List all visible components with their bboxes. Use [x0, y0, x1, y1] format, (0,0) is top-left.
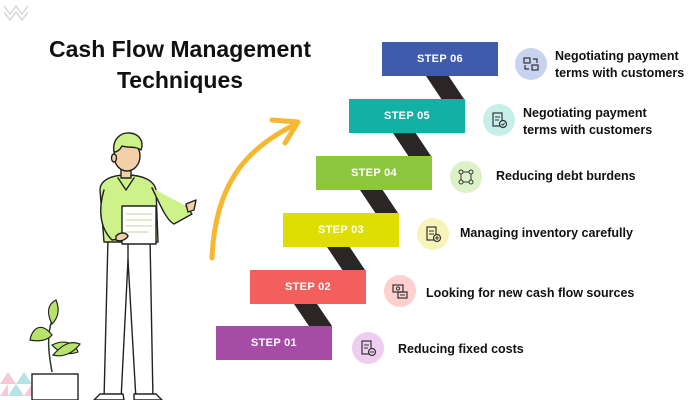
page-title: Cash Flow Management Techniques: [49, 36, 311, 93]
step-04-bar: STEP 04: [316, 156, 432, 190]
fixed-cost-icon: [352, 332, 384, 364]
step-04-label: STEP 04: [351, 167, 397, 179]
step-01-label: STEP 01: [251, 337, 297, 349]
zigzag-decoration: [3, 4, 29, 22]
step-03-text: Managing inventory carefully: [460, 226, 633, 240]
debt-flow-icon: [450, 161, 482, 193]
step-01-text: Reducing fixed costs: [398, 342, 524, 356]
growth-arrow-icon: [209, 117, 301, 261]
step-03-bar: STEP 03: [283, 213, 399, 247]
step-02-bar: STEP 02: [250, 270, 366, 304]
step-06-label: STEP 06: [417, 53, 463, 65]
step-03-label: STEP 03: [318, 224, 364, 236]
step-02-text: Looking for new cash flow sources: [426, 286, 635, 300]
step-01-bar: STEP 01: [216, 326, 332, 360]
step-05-bar: STEP 05: [349, 99, 465, 133]
negotiation-icon: [515, 48, 547, 80]
inventory-icon: [417, 218, 449, 250]
step-06-text: Negotiating payment terms with customers: [555, 49, 685, 80]
cash-source-icon: [384, 275, 416, 307]
document-check-icon: [483, 104, 515, 136]
step-05-label: STEP 05: [384, 110, 430, 122]
step-02-label: STEP 02: [285, 281, 331, 293]
person-illustration: [93, 132, 197, 400]
step-05-text: Negotiating payment terms with customers: [523, 106, 653, 137]
step-06-bar: STEP 06: [382, 42, 498, 76]
triangle-pattern-decoration: [0, 372, 32, 396]
step-04-text: Reducing debt burdens: [496, 169, 636, 183]
potted-plant-icon: [29, 299, 81, 400]
